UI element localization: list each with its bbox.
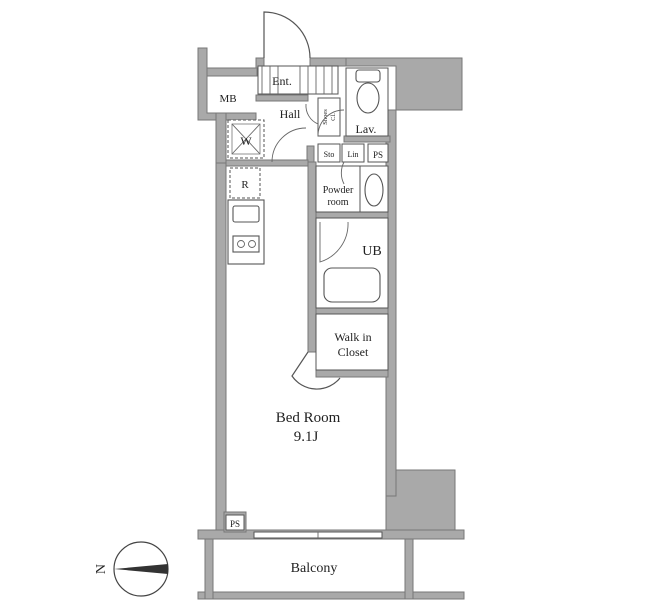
linen-label: Lin [347,150,358,159]
north-label: N [94,564,109,574]
shoes-label-2: Cl. [330,113,337,121]
powder-room: Powder room [315,161,389,213]
north-arrow-icon [114,564,168,574]
fridge-label: R [241,179,249,191]
hall-label: Hall [280,107,301,121]
bedroom: Bed Room 9.1J [276,410,341,445]
ps-shaft-bottom [225,514,245,531]
stove [232,235,260,253]
powder-label-2: room [327,197,348,208]
ub-label: UB [362,244,381,259]
shoes-closet: Shoes Cl. [305,97,341,137]
lav-label: Lav. [356,122,377,136]
walk-in-label-2: Closet [338,345,369,359]
entrance: Ent. [257,11,339,95]
balcony-window [253,531,383,539]
wash-basin [364,173,384,207]
ps-label-top: PS [373,150,383,160]
bedroom-name: Bed Room [276,410,341,426]
bedroom-size: 9.1J [294,429,319,445]
sink [232,205,260,223]
storage-label: Sto [324,150,335,159]
powder-label: Powder [323,185,354,196]
unit-bath: UB [315,217,389,309]
closet-door [291,351,341,390]
walk-in-closet: Walk in Closet [291,313,389,390]
mb-label: MB [219,93,236,105]
bathtub [323,267,381,303]
lavatory: Lav. [317,67,389,137]
compass: N [94,541,169,597]
toilet-bowl [356,82,380,114]
shoes-label: Shoes [322,109,329,125]
toilet-tank [355,69,381,83]
storage-linen: Sto Lin PS [317,143,389,163]
washer-label: W [240,134,252,148]
entrance-step [257,65,339,95]
entrance-label: Ent. [272,74,292,88]
hall-door [271,127,307,163]
washer-space: W [227,119,265,159]
walk-in-label: Walk in [334,330,371,344]
balcony: Balcony [291,561,338,576]
balcony-label: Balcony [291,561,338,576]
fridge-space: R [229,167,261,199]
ps-label-bottom: PS [230,519,240,529]
kitchen-counter [227,199,265,265]
entrance-door [263,11,311,59]
